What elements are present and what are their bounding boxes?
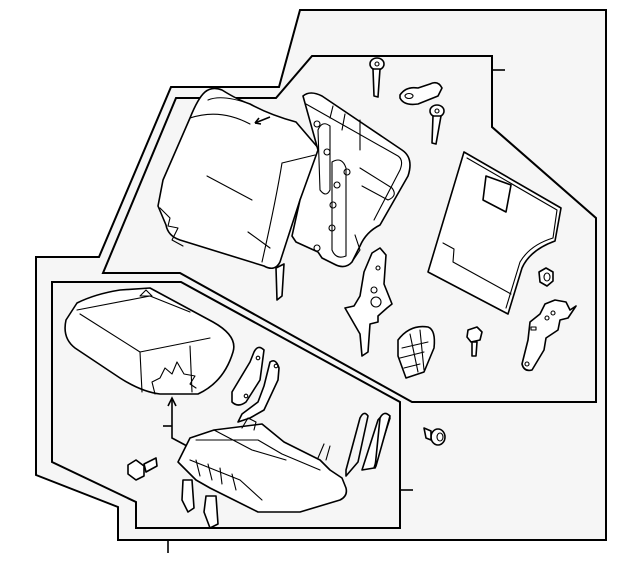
- recliner-bracket: [344, 247, 393, 357]
- hinge-bracket-right: [521, 299, 577, 372]
- seat-cushion-frame: [177, 412, 391, 529]
- hook-bracket: [399, 81, 443, 106]
- back-panel: [427, 151, 562, 315]
- seat-cushion-cover: [64, 287, 235, 447]
- headrest-guide: [374, 412, 391, 469]
- clip: [275, 263, 285, 301]
- bolt-left: [127, 457, 158, 481]
- bolt-small: [466, 326, 483, 357]
- recliner-cover: [397, 325, 436, 379]
- seat-back-cover: [157, 87, 321, 270]
- nut: [538, 267, 554, 287]
- seat-back-frame: [291, 92, 411, 268]
- guide-pin-upper: [369, 57, 385, 98]
- bolt-right: [423, 427, 446, 446]
- side-support-left: [231, 346, 280, 423]
- guide-pin-lower: [429, 104, 445, 145]
